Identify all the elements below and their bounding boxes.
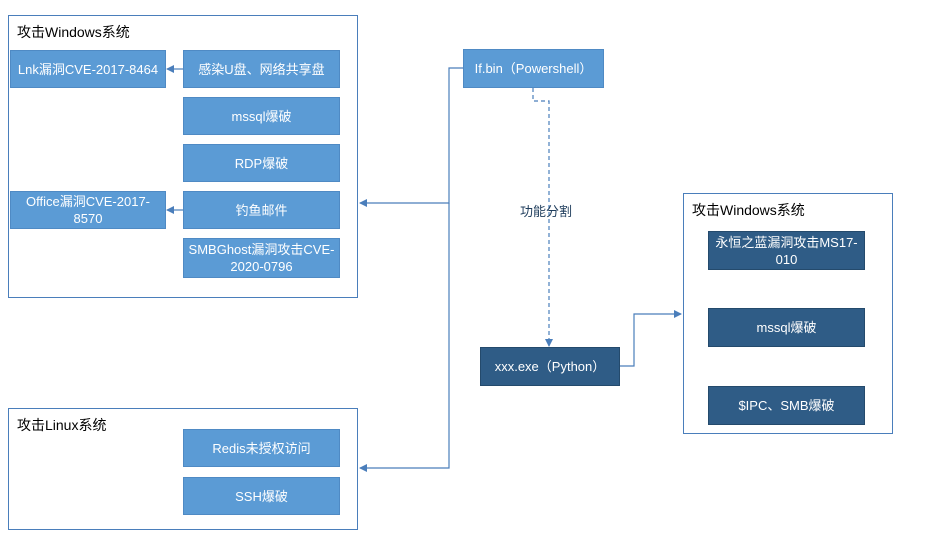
node-eternalblue: 永恒之蓝漏洞攻击MS17-010	[708, 231, 865, 270]
edge-xxx-to-windows-right	[620, 310, 682, 367]
node-xxx-exe-python: xxx.exe（Python）	[480, 347, 620, 386]
node-mssql-bruteforce: mssql爆破	[183, 97, 340, 135]
node-ssh-bruteforce: SSH爆破	[183, 477, 340, 515]
node-smbghost: SMBGhost漏洞攻击CVE-2020-0796	[183, 238, 340, 278]
node-lnk-vuln: Lnk漏洞CVE-2017-8464	[10, 50, 166, 88]
node-office-vuln: Office漏洞CVE-2017-8570	[10, 191, 166, 229]
node-ipc-smb-bruteforce: $IPC、SMB爆破	[708, 386, 865, 425]
node-phishing-email: 钓鱼邮件	[183, 191, 340, 229]
group-title: 攻击Linux系统	[17, 417, 107, 433]
node-rdp-bruteforce: RDP爆破	[183, 144, 340, 182]
edge-ifbin-to-linux	[359, 203, 450, 472]
node-ifbin-powershell: If.bin（Powershell）	[463, 49, 604, 88]
node-redis-unauth: Redis未授权访问	[183, 429, 340, 467]
edge-ifbin-to-windows	[359, 67, 463, 207]
group-title: 攻击Windows系统	[692, 202, 805, 218]
edge-label-function-split: 功能分割	[520, 204, 573, 219]
group-title: 攻击Windows系统	[17, 24, 130, 40]
edge-ifbin-to-xxx	[532, 88, 553, 347]
node-mssql-bruteforce-right: mssql爆破	[708, 308, 865, 347]
node-infect-usb: 感染U盘、网络共享盘	[183, 50, 340, 88]
